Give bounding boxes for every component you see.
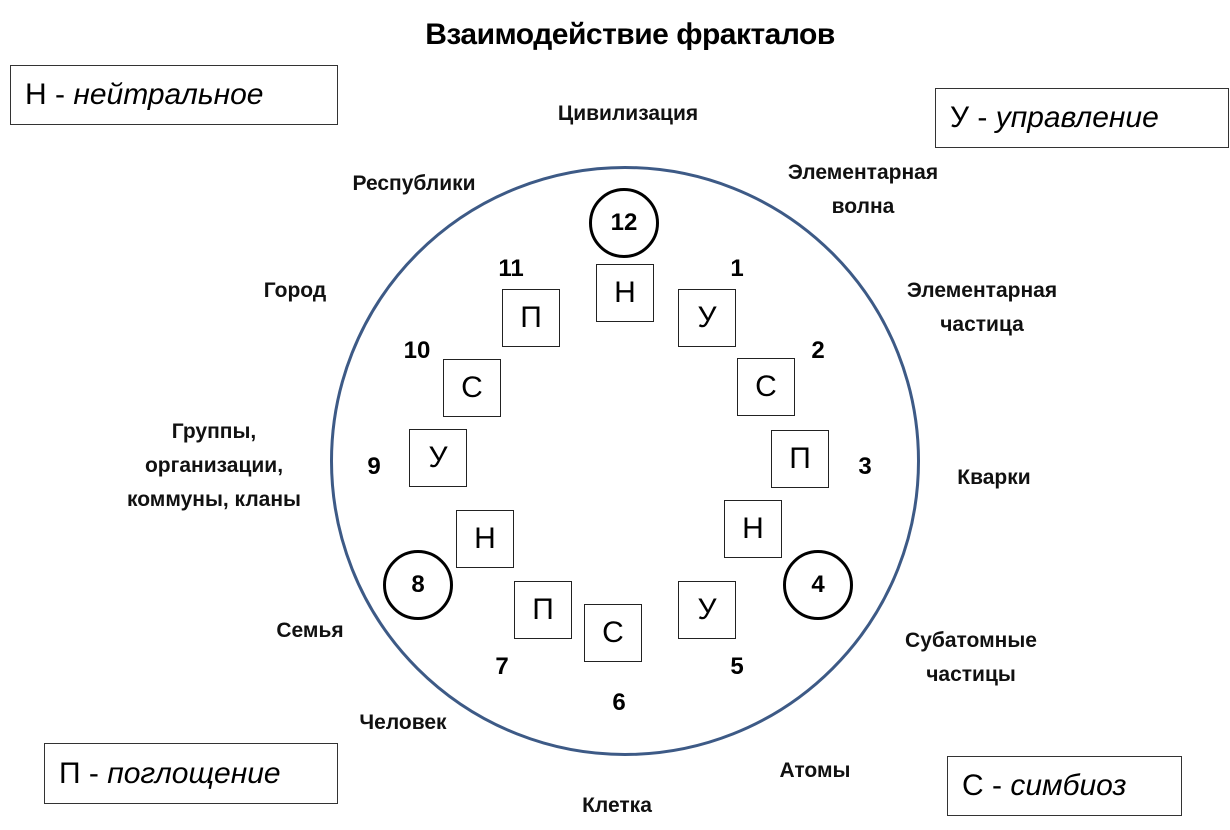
position-number-5: 5 — [730, 653, 744, 680]
position-number-1: 1 — [730, 255, 744, 282]
position-number-12: 12 — [589, 188, 659, 258]
legend-absorption-desc: поглощение — [107, 756, 281, 790]
legend-absorption-code: П - — [59, 756, 99, 790]
interaction-box-11: П — [502, 289, 560, 347]
legend-symbiosis-code: С - — [962, 769, 1002, 802]
scale-label-10: Город — [263, 279, 327, 302]
position-number-2: 2 — [811, 337, 825, 364]
legend-control-code: У - — [950, 101, 988, 134]
legend-neutral-desc: нейтральное — [73, 78, 264, 111]
scale-label-8: Семья — [276, 619, 344, 642]
scale-label-11: Республики — [352, 172, 476, 195]
scale-label-7: Человек — [359, 711, 447, 734]
position-number-8: 8 — [383, 550, 453, 620]
position-number-11: 11 — [498, 255, 524, 282]
legend-neutral: Н - нейтральное — [10, 65, 338, 125]
position-number-4: 4 — [783, 550, 853, 620]
legend-control: У - управление — [935, 88, 1229, 148]
legend-absorption: П - поглощение — [44, 743, 338, 804]
interaction-box-9: У — [409, 429, 467, 487]
interaction-box-5: У — [678, 581, 736, 639]
legend-neutral-code: Н - — [25, 78, 65, 111]
scale-label-12: Цивилизация — [557, 102, 699, 125]
interaction-box-3: П — [771, 430, 829, 488]
legend-control-desc: управление — [995, 101, 1159, 134]
scale-label-4: Субатомные частицы — [905, 629, 1037, 686]
position-number-6: 6 — [612, 689, 626, 716]
interaction-box-2: С — [737, 358, 795, 416]
legend-symbiosis-desc: симбиоз — [1010, 769, 1127, 802]
scale-label-9: Группы, организации, коммуны, кланы — [127, 420, 301, 511]
interaction-box-1: У — [678, 289, 736, 347]
interaction-box-12: Н — [596, 264, 654, 322]
scale-label-5: Атомы — [779, 759, 851, 782]
interaction-box-8: Н — [456, 510, 514, 568]
scale-label-1: Элементарная волна — [787, 161, 939, 218]
scale-label-3: Кварки — [957, 466, 1031, 489]
position-number-9: 9 — [367, 453, 381, 480]
interaction-box-10: С — [443, 359, 501, 417]
position-number-3: 3 — [858, 453, 872, 480]
position-number-7: 7 — [495, 653, 509, 680]
interaction-box-6: С — [584, 604, 642, 662]
interaction-box-4: Н — [724, 500, 782, 558]
fractal-cycle-circle — [330, 166, 920, 756]
position-number-10: 10 — [403, 337, 431, 364]
legend-symbiosis: С - симбиоз — [947, 756, 1182, 816]
scale-label-6: Клетка — [582, 794, 652, 817]
scale-label-2: Элементарная частица — [906, 279, 1058, 336]
interaction-box-7: П — [514, 581, 572, 639]
diagram-title: Взаимодействие фракталов — [425, 18, 835, 51]
